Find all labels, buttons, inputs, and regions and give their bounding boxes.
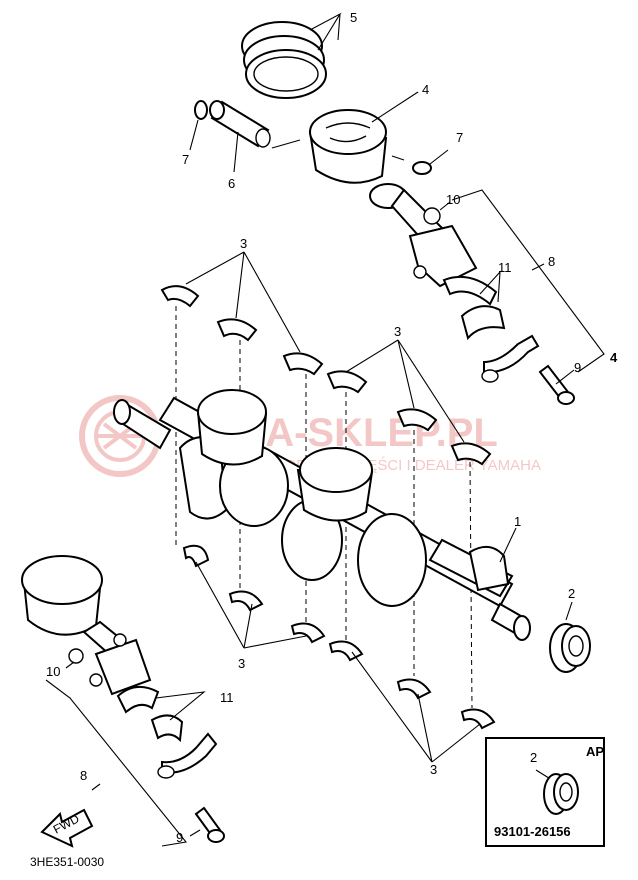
rod-cap-lower [157, 732, 218, 779]
leader-11-top [479, 270, 501, 303]
leader-10-top [439, 201, 451, 211]
piston-crank-middle [296, 447, 374, 522]
piston-lower-left [21, 555, 103, 636]
rod-cap-top [481, 334, 540, 383]
rod-bolt-9-top [538, 364, 575, 405]
callout-labels: 5 4 7 6 7 10 3 11 8 3 4 9 1 2 3 10 11 3 … [46, 10, 618, 845]
leader-9-lower [189, 829, 201, 837]
leader-11-lower [155, 691, 206, 721]
callout-4: 4 [422, 82, 429, 97]
main-bearing-shells [160, 285, 496, 730]
leader-1 [499, 527, 517, 563]
leader-7-right [429, 149, 449, 165]
callout-9-top: 9 [574, 360, 581, 375]
leader-7-left [189, 119, 199, 151]
inset-callout-2: 2 [530, 750, 537, 765]
callout-7-left: 7 [182, 152, 189, 167]
leader-2 [565, 601, 573, 621]
callout-1: 1 [514, 514, 521, 529]
callout-2: 2 [568, 586, 575, 601]
inset-box: AP 2 93101-26156 [485, 737, 605, 847]
callout-3-upper-left: 3 [240, 236, 247, 251]
callout-11-top: 11 [498, 260, 512, 275]
connecting-rod-top [369, 183, 478, 288]
bolt-10-lower [68, 648, 84, 664]
piston-crank-left [196, 389, 268, 466]
circlip-left [194, 100, 208, 120]
leader-4 [371, 91, 419, 123]
callout-8-top: 8 [548, 254, 555, 269]
piston-pin [209, 100, 271, 148]
callout-10-lower: 10 [46, 664, 60, 679]
drawing-code: 3HE351-0030 [30, 855, 104, 869]
callout-10-top: 10 [446, 192, 460, 207]
leaders-3 [185, 251, 481, 763]
callout-5: 5 [350, 10, 357, 25]
inset-label: AP [586, 744, 604, 759]
oil-seal [549, 623, 591, 673]
piston-top [271, 109, 405, 184]
bearing-11-lower [116, 685, 184, 743]
leader-10-lower [65, 661, 75, 669]
fwd-arrow: FWD [40, 808, 94, 848]
callout-11-lower: 11 [220, 690, 234, 705]
bracket-8-top [451, 189, 605, 373]
callout-4-right: 4 [610, 350, 618, 365]
callout-3-lower-left: 3 [238, 656, 245, 671]
callout-7-right: 7 [456, 130, 463, 145]
leader-5 [309, 12, 342, 51]
connecting-rod-lower [82, 620, 152, 696]
circlip-right [412, 161, 432, 175]
bolt-10-top [423, 207, 441, 225]
bearing-11-top [442, 276, 506, 341]
callout-8-lower: 8 [80, 768, 87, 783]
callout-6: 6 [228, 176, 235, 191]
callout-3-upper-right: 3 [394, 324, 401, 339]
callout-9-lower: 9 [176, 830, 183, 845]
callout-3-lower-right: 3 [430, 762, 437, 777]
inset-part-number: 93101-26156 [494, 824, 571, 839]
leader-9-top [555, 369, 575, 385]
rod-bolt-9-lower [194, 806, 225, 843]
piston-ring-set [241, 21, 327, 99]
bracket-8-lower [45, 679, 188, 847]
leader-6 [233, 131, 239, 173]
